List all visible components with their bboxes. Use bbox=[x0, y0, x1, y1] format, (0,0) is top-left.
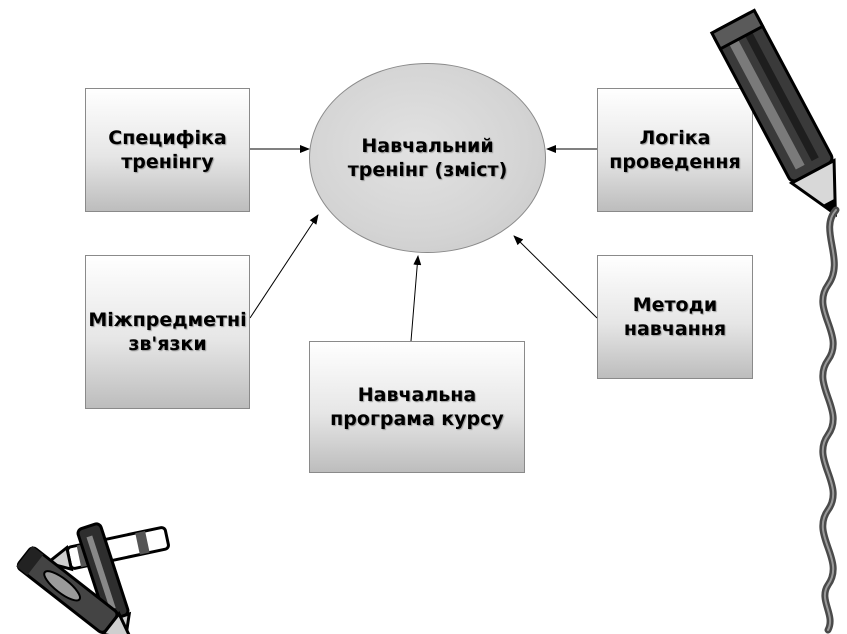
edge-interdisciplinary-to-center bbox=[249, 214, 319, 319]
node-logic-label: Логіка проведення bbox=[609, 127, 741, 173]
node-center-label: Навчальний тренінг (зміст) bbox=[347, 135, 508, 181]
node-methods: Методи навчання bbox=[597, 255, 753, 379]
node-curriculum-label: Навчальна програма курсу bbox=[330, 384, 504, 430]
node-interdisciplinary-label: Міжпредметні зв'язки bbox=[88, 309, 247, 355]
node-specifics-label: Специфіка тренінгу bbox=[108, 127, 227, 173]
node-logic: Логіка проведення bbox=[597, 88, 753, 212]
node-center: Навчальний тренінг (зміст) bbox=[309, 63, 546, 253]
edge-curriculum-to-center bbox=[410, 255, 422, 342]
node-methods-label: Методи навчання bbox=[623, 294, 727, 340]
edge-methods-to-center bbox=[513, 235, 598, 319]
node-curriculum: Навчальна програма курсу bbox=[309, 341, 525, 473]
node-interdisciplinary: Міжпредметні зв'язки bbox=[85, 255, 250, 409]
node-specifics: Специфіка тренінгу bbox=[85, 88, 250, 212]
